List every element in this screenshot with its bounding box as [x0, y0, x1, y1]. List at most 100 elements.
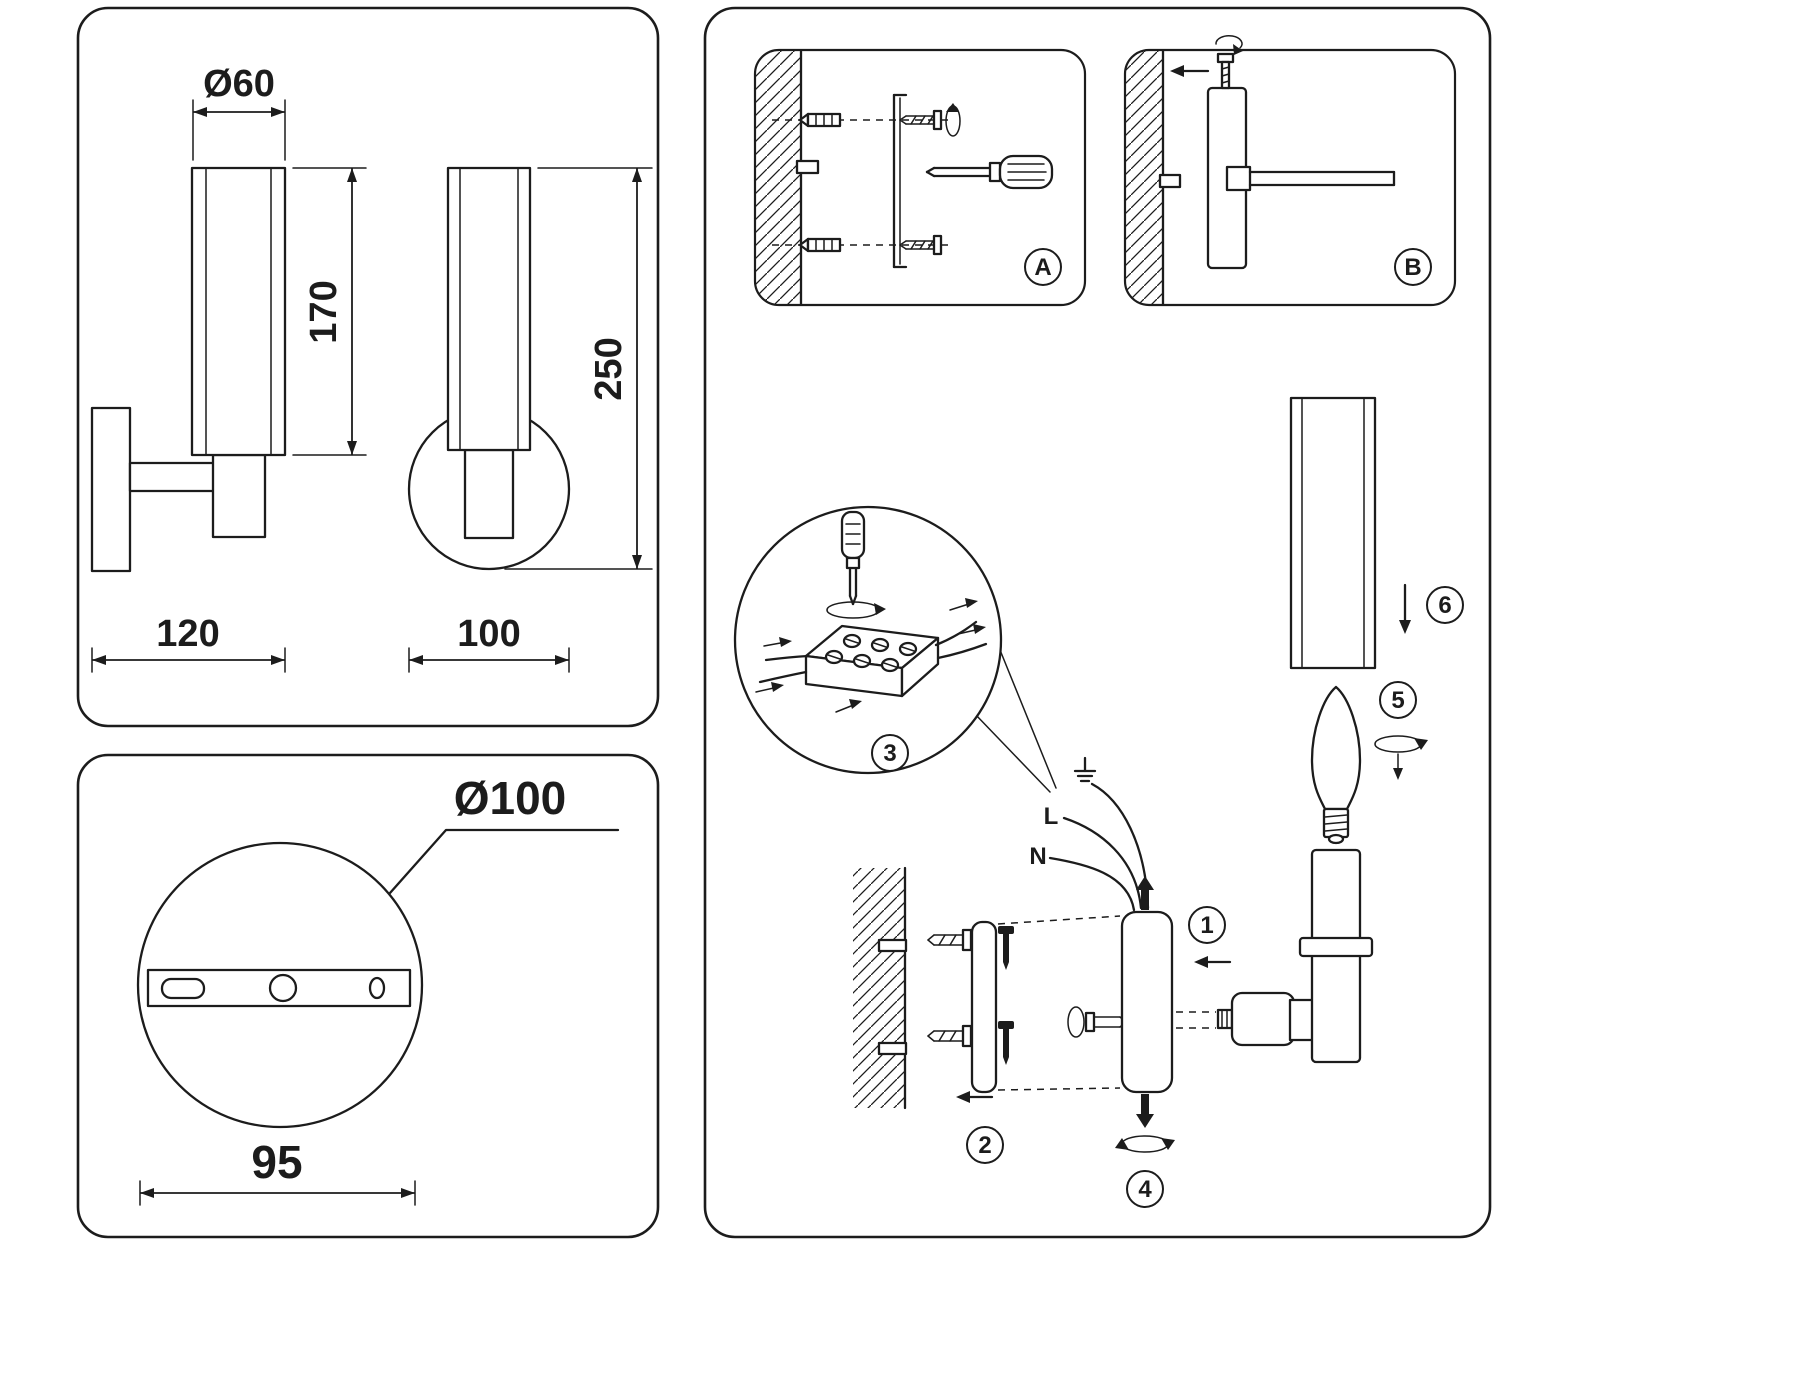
- wall-section-b: [1125, 50, 1165, 305]
- dim-d100-label: Ø100: [454, 772, 567, 824]
- lamp-front-view: [407, 166, 571, 571]
- screw-icon: [899, 234, 943, 256]
- shade-tube: [1289, 396, 1377, 670]
- dim-d60-label: Ø60: [203, 63, 275, 105]
- inset-b-label: B: [1404, 254, 1421, 281]
- rotation-arrow-icon: [945, 103, 961, 137]
- wall-section-a: [755, 50, 803, 305]
- terminal-detail: 3: [733, 505, 1057, 793]
- dimension-d60: Ø60: [192, 63, 286, 161]
- rotation-arrow-icon: [826, 601, 886, 619]
- clamp-screw-icon: [1067, 1006, 1127, 1038]
- black-screw-icon: [998, 1021, 1014, 1065]
- step-3-label: 3: [883, 740, 896, 767]
- dimension-250: 250: [504, 167, 653, 570]
- dim-250-label: 250: [588, 337, 630, 400]
- slide-left-arrow: [1170, 65, 1210, 77]
- screwdriver-icon: [925, 154, 1054, 190]
- rod-connector: [1225, 165, 1252, 192]
- lower-tube-side: [211, 453, 267, 539]
- lamp-base: 4 1: [1067, 876, 1232, 1208]
- step-1-label: 1: [1200, 912, 1213, 939]
- base-panel-border: [76, 753, 660, 1239]
- bulb-icon: [1310, 685, 1362, 845]
- step-6-badge: [1426, 586, 1464, 624]
- dim-100-label: 100: [457, 613, 520, 655]
- base-body: [1120, 910, 1174, 1094]
- wire-line-label: L: [1044, 803, 1059, 830]
- dimension-panel-border: [76, 6, 660, 728]
- dim-95-label: 95: [251, 1136, 302, 1188]
- dimension-d100: Ø100: [388, 772, 620, 895]
- installation-panel-border: [703, 6, 1492, 1239]
- inset-a-label: A: [1034, 254, 1051, 281]
- wall-anchor-icon: [798, 112, 842, 128]
- step-3-badge: [871, 734, 909, 772]
- step-4-label: 4: [1138, 1176, 1152, 1203]
- up-arrow-icon: [1136, 876, 1154, 910]
- step-5-label: 5: [1391, 687, 1404, 714]
- mount-hole: [368, 976, 386, 1000]
- screw-icon: [927, 1024, 973, 1048]
- step-5-badge: [1379, 681, 1417, 719]
- slide-left-arrow: [956, 1091, 994, 1103]
- step-6-label: 6: [1438, 592, 1451, 619]
- earth-ground-icon: [1073, 756, 1097, 783]
- threaded-stub: [1216, 1008, 1234, 1030]
- step-2-badge: [966, 1126, 1004, 1164]
- wall-plate-side: [90, 406, 132, 573]
- mounting-bracket-plate: [146, 968, 412, 1008]
- tube-front: [446, 166, 532, 452]
- tube-side: [190, 166, 287, 457]
- inset-a-badge: [1024, 248, 1062, 286]
- bracket-bar: [970, 920, 998, 1094]
- dim-120-label: 120: [156, 613, 219, 655]
- dimension-170: 170: [292, 167, 367, 456]
- screw-icon: [899, 109, 943, 131]
- screw-icon: [927, 928, 973, 952]
- insert-arrows: [755, 598, 986, 713]
- dimension-95: 95: [139, 1136, 416, 1206]
- step-2-label: 2: [978, 1132, 991, 1159]
- rotation-arrow-icon: [1115, 1135, 1175, 1153]
- dimension-panel: Ø60 170 120: [76, 6, 660, 728]
- inset-b-badge: [1394, 248, 1432, 286]
- step-4-badge: [1126, 1170, 1164, 1208]
- mounting-rod: [1248, 170, 1396, 187]
- installation-panel: A: [703, 6, 1492, 1239]
- dim-170-label: 170: [303, 280, 345, 343]
- rotation-arrow-icon: [1215, 35, 1243, 55]
- terminal-wires: [758, 620, 988, 684]
- lamp-side-view: [90, 166, 287, 573]
- terminal-block-icon: [804, 624, 940, 698]
- line-wire: [1062, 816, 1143, 910]
- terminal-screws: [824, 633, 918, 673]
- lamp-holder-assembly: [1176, 848, 1374, 1064]
- down-arrow-icon: [1136, 1094, 1154, 1128]
- wall-anchor-icon: [798, 237, 842, 253]
- base-plate-panel: Ø100 95: [76, 753, 660, 1239]
- inset-b: B: [1123, 35, 1457, 307]
- wall-notch: [877, 938, 908, 953]
- down-arrow-icon: [1399, 583, 1411, 634]
- inset-a: A: [753, 48, 1087, 307]
- wall-section-main: [853, 866, 908, 1110]
- screwdriver-icon: [840, 510, 866, 606]
- dimension-100: 100: [408, 613, 570, 673]
- screw-icon: [1216, 52, 1235, 90]
- cable-hole: [268, 973, 298, 1003]
- wall-notch: [877, 1041, 908, 1056]
- mounting-bracket: 2: [927, 915, 1121, 1164]
- arm-side: [128, 461, 217, 493]
- dimension-120: 120: [91, 613, 286, 673]
- wall-stub-b: [1158, 173, 1182, 189]
- mount-slot: [160, 977, 206, 1000]
- holder-flange: [1298, 936, 1374, 958]
- wall-stub-a: [795, 159, 820, 175]
- slide-left-arrow: [1194, 956, 1232, 968]
- lower-tube-front: [463, 448, 515, 540]
- arm-body: [1230, 991, 1296, 1047]
- black-screw-icon: [998, 926, 1014, 970]
